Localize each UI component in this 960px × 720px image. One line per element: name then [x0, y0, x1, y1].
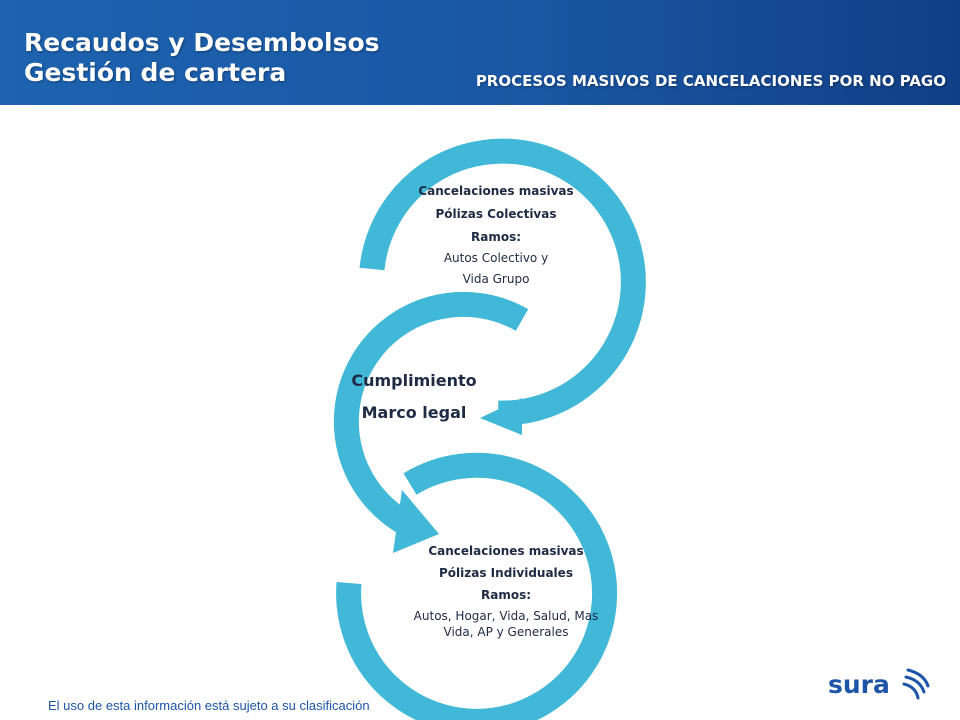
- title-line-2: Gestión de cartera: [24, 58, 287, 87]
- top-block-line-5: Vida Grupo: [463, 272, 530, 286]
- page-subtitle: PROCESOS MASIVOS DE CANCELACIONES POR NO…: [475, 72, 946, 90]
- bottom-block-line-4: Autos, Hogar, Vida, Salud, Mas: [414, 609, 599, 623]
- bottom-block-line-2: Pólizas Individuales: [439, 566, 573, 580]
- arrowhead-top: [480, 398, 522, 435]
- arrowhead-middle: [393, 490, 439, 553]
- sura-logo-text: sura: [828, 670, 890, 699]
- arc-top: [359, 138, 646, 426]
- arc-bottom: [336, 452, 618, 720]
- bottom-block-line-3: Ramos:: [481, 588, 531, 602]
- middle-block-line-1: Cumplimiento: [351, 371, 476, 390]
- title-line-1: Recaudos y Desembolsos: [24, 28, 380, 57]
- bottom-block-line-1: Cancelaciones masivas: [428, 544, 583, 558]
- top-block-line-3: Ramos:: [471, 230, 521, 244]
- top-block-line-2: Pólizas Colectivas: [436, 207, 557, 221]
- sura-wing-icon: [902, 668, 930, 700]
- arc-middle: [333, 291, 529, 534]
- top-block-line-1: Cancelaciones masivas: [418, 184, 573, 198]
- page-title: Recaudos y Desembolsos Gestión de carter…: [24, 28, 380, 88]
- header-banner: Recaudos y Desembolsos Gestión de carter…: [0, 0, 960, 105]
- middle-block-line-2: Marco legal: [362, 403, 467, 422]
- classification-note: El uso de esta información está sujeto a…: [48, 698, 370, 713]
- sura-logo: sura: [828, 668, 930, 700]
- bottom-block-line-5: Vida, AP y Generales: [444, 625, 569, 639]
- top-block-line-4: Autos Colectivo y: [444, 251, 548, 265]
